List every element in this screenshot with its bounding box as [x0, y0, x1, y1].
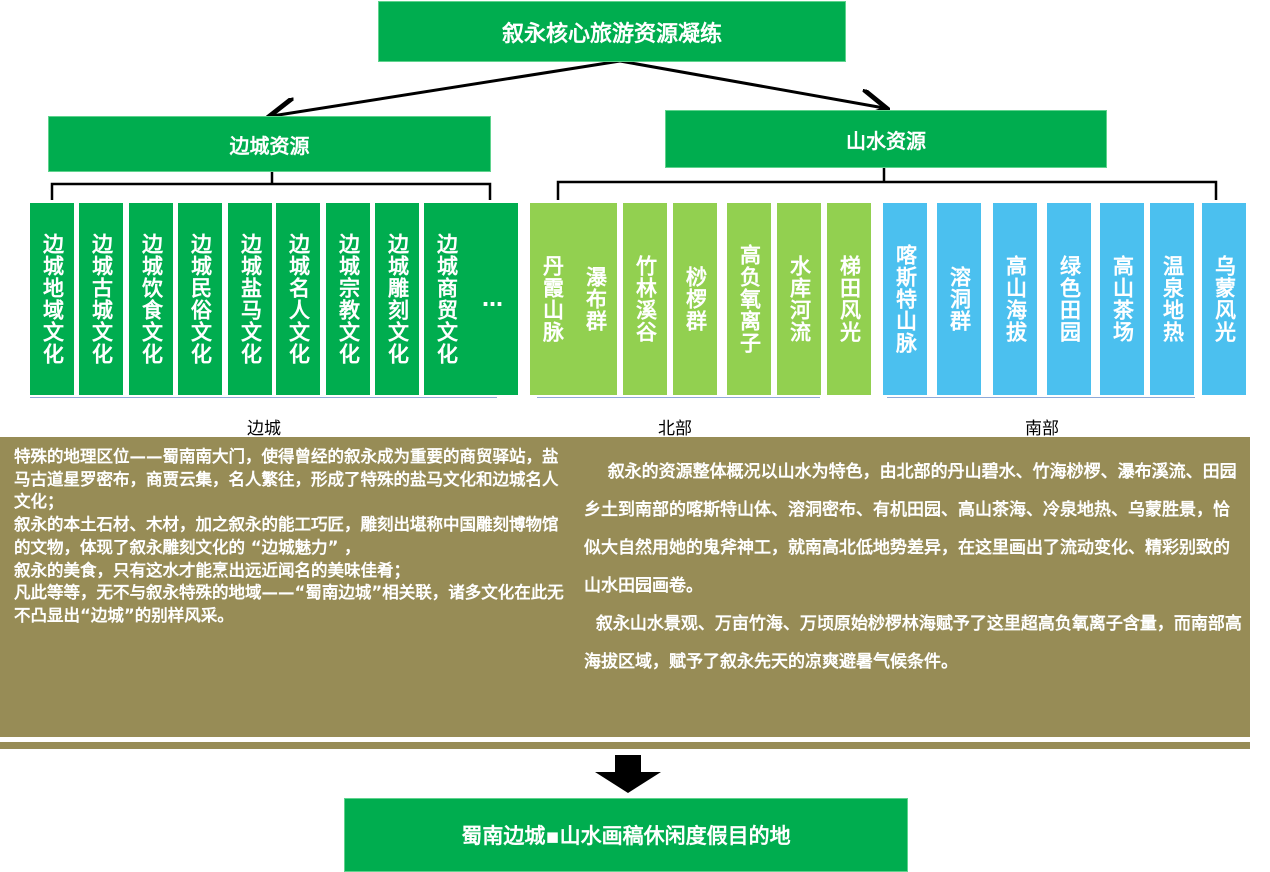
- south-item: 高山海拔: [993, 203, 1037, 395]
- north-item: 瀑布群: [573, 203, 617, 395]
- north-item: 水库河流: [777, 203, 821, 395]
- border-item: 边城古城文化: [79, 203, 123, 395]
- border-resources-box: 边城资源: [48, 116, 491, 172]
- conclusion-box: 蜀南边城▪山水画稿休闲度假目的地: [344, 798, 908, 872]
- south-item: 绿色田园: [1047, 203, 1091, 395]
- border-item: 边城饮食文化: [129, 203, 173, 395]
- north-item: 梯田风光: [827, 203, 871, 395]
- title-box: 叙永核心旅游资源凝练: [378, 1, 846, 62]
- south-item: 乌蒙风光: [1202, 203, 1246, 395]
- down-arrow-icon: [615, 755, 641, 773]
- south-item: 高山茶场: [1100, 203, 1144, 395]
- border-description: 特殊的地理区位——蜀南南大门，使得曾经的叙永成为重要的商贸驿站，盐马古道星罗密布…: [14, 447, 564, 625]
- border-item: 边城宗教文化: [326, 203, 370, 395]
- border-item: 边城民俗文化: [178, 203, 222, 395]
- south-item: 溶洞群: [937, 203, 981, 395]
- brace-border: [50, 170, 492, 200]
- group-label-south: 南部: [1025, 419, 1059, 439]
- border-item: …: [468, 203, 518, 395]
- border-item: 边城盐马文化: [228, 203, 272, 395]
- north-baseline: [537, 397, 820, 398]
- brace-landscape: [556, 167, 1218, 200]
- border-item: 边城商贸文化: [424, 203, 468, 395]
- border-item: 边城雕刻文化: [375, 203, 419, 395]
- description-panel: [0, 437, 1250, 737]
- group-label-north: 北部: [658, 419, 692, 439]
- north-item: 桫椤群: [673, 203, 717, 395]
- border-item: 边城名人文化: [276, 203, 320, 395]
- landscape-resources-box: 山水资源: [665, 110, 1107, 168]
- north-item: 丹霞山脉: [530, 203, 574, 395]
- north-item: 高负氧离子: [727, 203, 771, 395]
- arrow-to-border: [272, 59, 621, 116]
- group-label-border: 边城: [247, 419, 281, 439]
- south-item: 温泉地热: [1150, 203, 1194, 395]
- arrow-to-landscape: [619, 59, 884, 108]
- panel-stripe: [0, 742, 1250, 749]
- border-item: 边城地域文化: [30, 203, 74, 395]
- landscape-description: 叙永的资源整体概况以山水为特色，由北部的丹山碧水、竹海桫椤、瀑布溪流、田园乡土到…: [584, 462, 1242, 672]
- border-baseline: [30, 397, 497, 398]
- south-baseline: [887, 397, 1195, 398]
- south-item: 喀斯特山脉: [883, 203, 927, 395]
- north-item: 竹林溪谷: [623, 203, 667, 395]
